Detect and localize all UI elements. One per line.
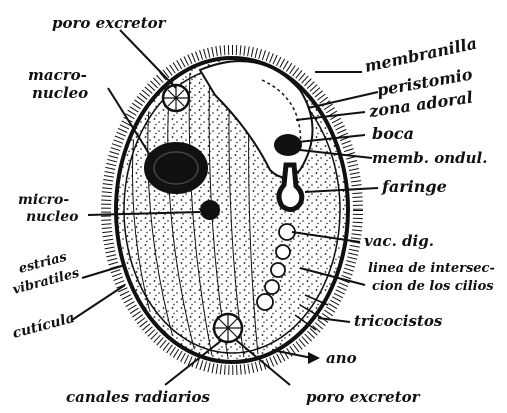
label-macronucleo-line2: nucleo xyxy=(32,84,88,102)
label-linea-line2: cion de los cilios xyxy=(372,279,494,294)
label-boca: boca xyxy=(372,124,414,143)
label-cuticula: cutícula xyxy=(11,310,77,342)
contractile-vacuole-bottom xyxy=(214,314,242,342)
micronucleus xyxy=(200,200,220,220)
label-ano: ano xyxy=(326,349,357,367)
label-faringe: faringe xyxy=(381,177,447,196)
contractile-vacuole-top xyxy=(163,85,189,111)
label-macronucleo-line1: macro- xyxy=(28,66,87,84)
label-linea-line1: linea de intersec- xyxy=(368,261,495,276)
label-micronucleo-line2: nucleo xyxy=(26,209,78,225)
mouth xyxy=(274,134,302,156)
label-vac-dig: vac. dig. xyxy=(364,232,434,250)
label-poro-excretor-top: poro excretor xyxy=(52,14,167,32)
label-micronucleo-line1: micro- xyxy=(18,192,69,208)
label-poro-excretor-bottom: poro excretor xyxy=(306,388,421,406)
ano-arrow xyxy=(308,352,320,364)
label-tricocistos: tricocistos xyxy=(354,312,443,330)
label-canales-radiarios: canales radiarios xyxy=(66,388,211,406)
label-memb-ondul: memb. ondul. xyxy=(372,149,487,167)
